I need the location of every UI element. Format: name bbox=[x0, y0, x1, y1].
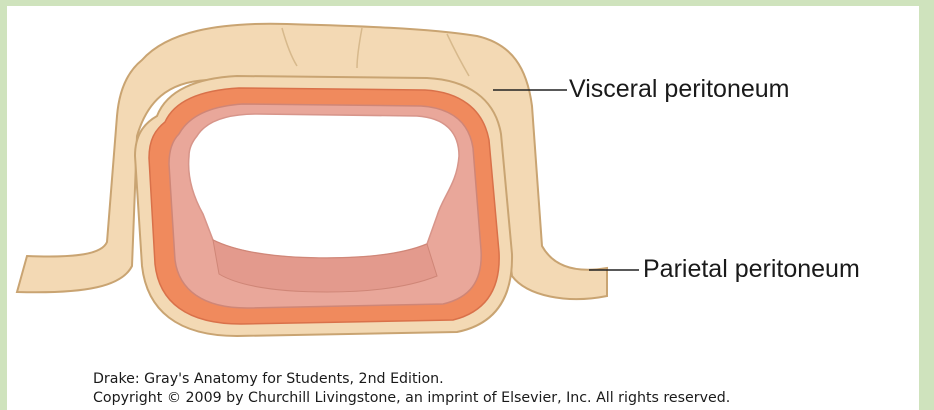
parietal-peritoneum-label: Parietal peritoneum bbox=[643, 257, 860, 282]
figure-frame: Visceral peritoneum Parietal peritoneum … bbox=[7, 6, 919, 410]
credit-copyright: Copyright © 2009 by Churchill Livingston… bbox=[93, 389, 730, 408]
credit-source: Drake: Gray's Anatomy for Students, 2nd … bbox=[93, 370, 730, 389]
peritoneum-diagram bbox=[7, 6, 919, 410]
figure-credit: Drake: Gray's Anatomy for Students, 2nd … bbox=[93, 370, 730, 408]
lumen bbox=[189, 114, 459, 258]
visceral-peritoneum-label: Visceral peritoneum bbox=[569, 77, 789, 102]
